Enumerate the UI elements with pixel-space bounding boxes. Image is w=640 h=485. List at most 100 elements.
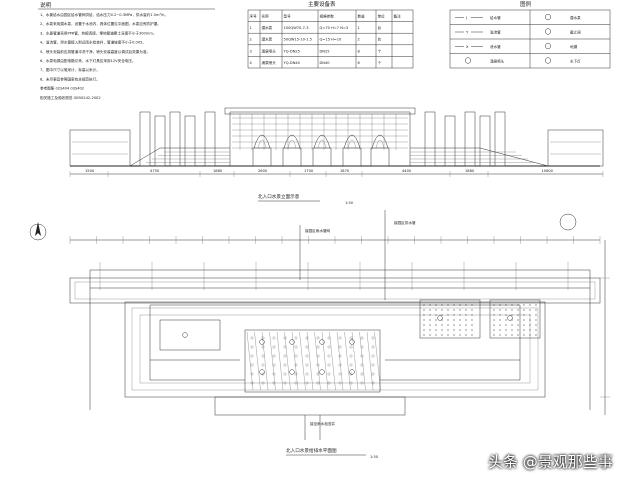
legend-symbol (544, 28, 552, 35)
fountain-nozzle (319, 369, 325, 375)
plan-front-step (214, 396, 406, 416)
equipment-cell: Q=15 H=10 (320, 38, 343, 42)
fountain-nozzle (319, 339, 325, 345)
notes-block: 说明 1、水景给水由园区给水管网供给，给水压力0.2~0.3MPa，供水量约1.… (38, 1, 215, 100)
equipment-cell: 潜水泵 (262, 37, 273, 42)
equipment-cell: DN25 (320, 49, 330, 53)
fountain-nozzle (289, 339, 295, 345)
elevation-scale: 1:50 (345, 201, 354, 205)
notes-line: 3、水景管道采用PPR管，热熔连接，埋地管道覆土深度不小于300mm。 (40, 30, 156, 35)
notes-line: 2、水泵采用潜水泵，设置于水池内，具体位置见平面图，水泵应有防护罩。 (40, 21, 161, 26)
equipment-cell: YQ-DN40 (284, 61, 301, 65)
plan-dimension-top (69, 236, 601, 244)
legend-code: Y (466, 31, 469, 35)
equipment-cell: 个 (378, 60, 382, 65)
legend-label: 给水管 (490, 15, 501, 20)
plan-upper-channel (69, 277, 601, 304)
equipment-cell: 台 (378, 25, 382, 30)
equipment-cell: 4 (250, 61, 253, 65)
plan-right-pool-b (489, 299, 541, 339)
equipment-cell: 2 (358, 38, 360, 42)
equipment-cell: 3 (250, 49, 252, 53)
watermark: 头条 @景观那些事 (488, 453, 613, 471)
notes-line: 1、水景给水由园区给水管网供给，给水压力0.2~0.3MPa，供水量约1.5m³… (40, 12, 168, 17)
elevation-title: 北入口水景立面示意 (258, 193, 300, 200)
equipment-cell: 潜水泵 (262, 25, 273, 30)
equipment-cell: 6 (358, 61, 361, 65)
elevation-dim-label: 4750 (150, 169, 160, 173)
fountain-nozzle (349, 339, 355, 345)
elevation-dim-label: 1700 (304, 169, 314, 173)
notes-line: 参考图集 02S404 03S402 (40, 86, 84, 91)
right-pools-hatch (423, 304, 537, 336)
equipment-cell: 涌泉喷头 (262, 60, 277, 65)
elevation-fountains (252, 134, 390, 167)
plan-title: 北入口水景给排水平面图 (286, 447, 337, 454)
plan-label-storm: 接园区雨水管网 (305, 228, 331, 233)
plan-label-supply: 接园区供水管 (394, 220, 416, 225)
equipment-cell: 100QW70-7-3 (284, 26, 309, 30)
elevation-dim-label: 1880 (465, 169, 475, 173)
plan-pipe-lines (89, 262, 591, 410)
fountain-nozzle (259, 369, 265, 375)
equipment-cell: 1 (250, 26, 252, 30)
elevation-steps (140, 151, 540, 167)
notes-line: 相关施工及验收规范 GB50242-2002 (40, 95, 101, 100)
legend-symbol (544, 42, 552, 50)
fountain-nozzle (507, 315, 513, 321)
equipment-cell: DN40 (320, 61, 331, 65)
legend-label: 溢流管 (490, 30, 501, 35)
central-wall-tiles (232, 114, 408, 150)
plan-drawing: 接园区供水管 接园区雨水管网 接至雨水检查井 北入口水景给排水平面图 1:50 (29, 210, 610, 459)
equipment-cell: 2 (250, 38, 252, 42)
equipment-cell: YQ-DN25 (284, 49, 300, 53)
elevation-dim-label: 1880 (213, 169, 223, 173)
legend-title: 图例 (520, 0, 532, 8)
legend-symbol (544, 57, 552, 64)
elevation-dim-label: 1870 (340, 169, 350, 173)
elevation-pillars-left (139, 111, 216, 167)
elevation-dim-label: 2600 (258, 169, 268, 173)
notes-lines: 1、水景给水由园区给水管网供给，给水压力0.2~0.3MPa，供水量约1.5m³… (40, 12, 168, 100)
elevation-dim-label: 10600 (542, 169, 554, 173)
plan-central-pool (244, 329, 381, 393)
equipment-cell: 1 (358, 26, 360, 30)
plan-label-inspection: 接至雨水检查井 (310, 421, 336, 426)
equipment-header-cell: 型号 (284, 14, 292, 19)
fountain-nozzle (289, 369, 295, 375)
equipment-header-cell: 名称 (262, 14, 270, 19)
legend-symbol (464, 57, 472, 64)
legend-symbol (544, 13, 552, 21)
legend-label: 泄水管 (490, 44, 501, 49)
equipment-cell: 个 (378, 48, 382, 53)
notes-title: 说明 (40, 1, 52, 9)
equipment-header-cell: 规格参数 (320, 14, 335, 19)
central-wall (229, 111, 411, 167)
equipment-cell: Q=70 H=7 N=3 (320, 26, 349, 30)
legend-label: 涌泉喷头 (490, 59, 505, 64)
equipment-header-cell: 单位 (378, 14, 386, 19)
plan-left-pool (159, 319, 221, 351)
fountain-nozzle (259, 339, 265, 345)
plan-main-basin (124, 301, 546, 398)
notes-line: 8、未尽事宜参照国家有关规范执行。 (40, 76, 100, 81)
notes-line: 6、水泵电源由配电箱引来，水下灯具应采用12V安全电压。 (40, 58, 136, 63)
equipment-header-cell: 数量 (358, 14, 366, 19)
fountain-nozzle (437, 315, 443, 321)
plan-fountain-nozzles (182, 315, 513, 375)
legend-label: 地漏 (570, 44, 578, 49)
equipment-header-cell: 备注 (394, 14, 402, 19)
notes-line: 5、喷头安装前应将管道冲洗干净，喷头安装高度以调试后效果为准。 (40, 49, 150, 54)
plan-right-pool-a (419, 299, 481, 339)
equipment-cell: 涌泉喷头 (262, 48, 277, 53)
plan-scale: 1:50 (370, 455, 379, 459)
equipment-cell: 台 (378, 37, 382, 42)
equipment-cell: 50QW15-10-1.5 (284, 38, 312, 42)
equipment-title: 主要设备表 (308, 0, 336, 8)
legend-code: X (466, 45, 469, 49)
